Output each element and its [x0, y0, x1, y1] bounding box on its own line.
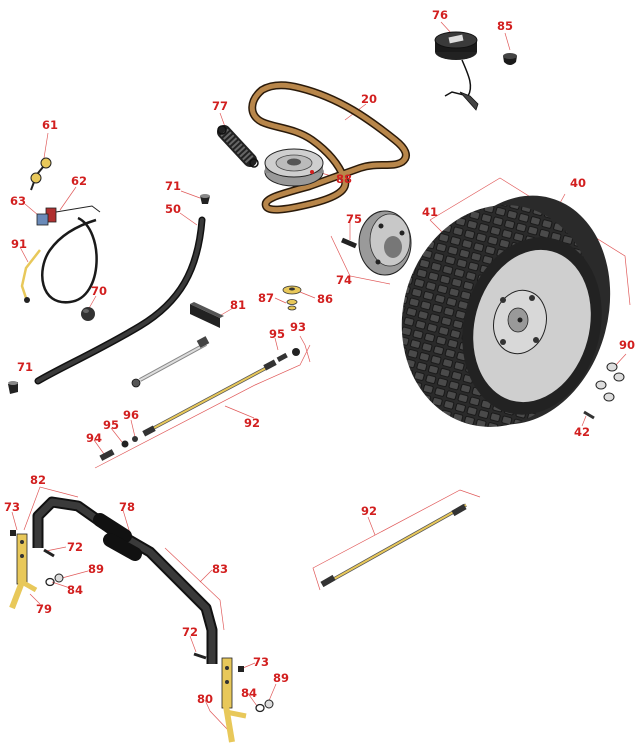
clip-part-bottom — [8, 381, 18, 394]
spindle-right-part — [221, 657, 247, 743]
knob-part — [81, 307, 95, 321]
callout-81: 81 — [230, 298, 246, 312]
callout-95-upper: 95 — [269, 327, 285, 341]
callout-61: 61 — [42, 118, 58, 132]
callout-50: 50 — [165, 202, 181, 216]
pad-part — [190, 302, 224, 328]
pulley-part — [264, 148, 324, 187]
callout-74: 74 — [336, 273, 352, 287]
callout-79: 79 — [36, 602, 52, 616]
throttle-cable-part — [20, 216, 98, 304]
callout-82: 82 — [30, 473, 46, 487]
callout-75: 75 — [346, 212, 362, 226]
linkage-rod-part — [131, 336, 210, 388]
callout-77: 77 — [212, 99, 228, 113]
axle-part — [32, 496, 218, 664]
callout-93: 93 — [290, 320, 306, 334]
callout-89-left: 89 — [88, 562, 104, 576]
callout-92-lower: 92 — [361, 504, 377, 518]
spindle-left-part — [9, 533, 38, 610]
callout-42: 42 — [574, 425, 590, 439]
callout-78: 78 — [119, 500, 135, 514]
callout-86: 86 — [317, 292, 333, 306]
callout-95-lower: 95 — [103, 418, 119, 432]
spring-part — [217, 125, 259, 168]
callout-80: 80 — [197, 692, 213, 706]
callout-72-left: 72 — [67, 540, 83, 554]
callout-92-upper: 92 — [244, 416, 260, 430]
tie-rod-lower-part — [320, 503, 467, 588]
axle-hardware — [10, 530, 274, 713]
callout-71-top: 71 — [165, 179, 181, 193]
plug-part — [503, 53, 517, 65]
callout-40: 40 — [570, 176, 586, 190]
callout-90: 90 — [619, 338, 635, 352]
callout-88: 88 — [336, 172, 352, 186]
callout-83: 83 — [212, 562, 228, 576]
tire-wheel-part — [401, 195, 611, 427]
callout-94: 94 — [86, 431, 102, 445]
callout-91: 91 — [11, 237, 27, 251]
tie-rod-upper-part — [142, 359, 277, 437]
callout-71-bottom: 71 — [17, 360, 33, 374]
clip-part-top — [200, 194, 210, 204]
callout-73-left: 73 — [4, 500, 20, 514]
switch-part — [36, 205, 101, 226]
washer-part — [282, 285, 302, 311]
hose-part — [34, 216, 206, 385]
hub-part — [341, 210, 412, 276]
lug-nuts-part — [595, 362, 625, 402]
callout-76: 76 — [432, 8, 448, 22]
callout-63: 63 — [10, 194, 26, 208]
rod-end-hardware — [99, 348, 300, 461]
callout-20: 20 — [361, 92, 377, 106]
callout-73-right: 73 — [253, 655, 269, 669]
fuel-cap-part — [434, 31, 479, 111]
callout-62: 62 — [71, 174, 87, 188]
callout-84-left: 84 — [67, 583, 83, 597]
callout-96: 96 — [123, 408, 139, 422]
keys-part — [30, 157, 52, 191]
callout-41: 41 — [422, 205, 438, 219]
callout-labels: 76 85 77 20 61 62 63 88 71 50 40 41 75 9… — [4, 8, 635, 706]
callout-85: 85 — [497, 19, 513, 33]
callout-72-right: 72 — [182, 625, 198, 639]
callout-70: 70 — [91, 284, 107, 298]
drive-belt-part — [248, 81, 410, 214]
callout-84-right: 84 — [241, 686, 257, 700]
callout-87: 87 — [258, 291, 274, 305]
callout-89-right: 89 — [273, 671, 289, 685]
valve-stem-part — [583, 410, 595, 420]
